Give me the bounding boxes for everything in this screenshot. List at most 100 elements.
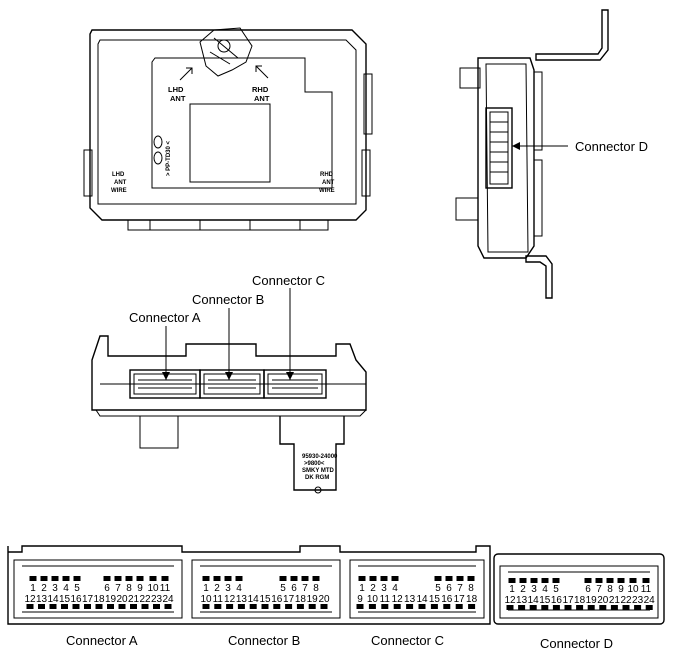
pin-b-bottom-terminal bbox=[237, 604, 245, 609]
pin-c-top-terminal bbox=[456, 576, 464, 581]
pin-b-bottom-number: 19 bbox=[307, 594, 319, 605]
pin-a-top-terminal bbox=[40, 576, 48, 581]
pin-d-bottom-terminal bbox=[529, 605, 537, 610]
pin-b-bottom-number: 18 bbox=[295, 594, 307, 605]
pin-a-bottom-terminal bbox=[107, 604, 114, 609]
pin-b-bottom-terminal bbox=[308, 604, 316, 609]
pin-d-bottom-number: 20 bbox=[597, 595, 609, 606]
pin-a-top-number: 4 bbox=[63, 583, 69, 594]
connector-a-label: Connector A bbox=[66, 633, 138, 648]
pin-b-top-terminal bbox=[202, 576, 210, 581]
pin-a-bottom-number: 23 bbox=[151, 594, 163, 605]
pin-c-bottom-number: 15 bbox=[429, 594, 441, 605]
pin-a-bottom-terminal bbox=[49, 604, 57, 609]
pin-b-top-terminal bbox=[224, 576, 232, 581]
pin-a-bottom-terminal bbox=[72, 604, 80, 609]
rhd-ant-wire-label: RHD bbox=[320, 172, 334, 178]
pin-d-top-terminal bbox=[617, 578, 625, 583]
pin-b-bottom-terminal bbox=[214, 604, 222, 609]
pin-b-top-terminal bbox=[290, 576, 298, 581]
lhd-ant-wire-label: LHD bbox=[112, 172, 125, 178]
pin-c-bottom-number: 12 bbox=[392, 594, 404, 605]
pin-c-bottom-terminal bbox=[468, 604, 476, 609]
pin-a-bottom-terminal bbox=[164, 604, 172, 609]
pin-a-top-number: 10 bbox=[147, 583, 159, 594]
pin-d-bottom-terminal bbox=[599, 605, 607, 610]
connector-b-label-front: Connector B bbox=[192, 292, 264, 307]
pin-c-top-terminal bbox=[358, 576, 366, 581]
pin-a-bottom-terminal bbox=[141, 604, 149, 609]
pin-a-top-number: 1 bbox=[30, 583, 36, 594]
pin-a-top-number: 7 bbox=[115, 583, 121, 594]
pin-a-bottom-terminal bbox=[95, 604, 103, 609]
pin-d-bottom-terminal bbox=[518, 605, 526, 610]
pin-c-top-number: 4 bbox=[392, 583, 398, 594]
pin-d-top-number: 1 bbox=[509, 584, 515, 595]
pin-a-top-terminal bbox=[51, 576, 59, 581]
pin-a-top-terminal bbox=[103, 576, 111, 581]
pin-d-top-number: 3 bbox=[531, 584, 537, 595]
pin-a-bottom-number: 22 bbox=[139, 594, 151, 605]
pin-b-bottom-terminal bbox=[226, 604, 234, 609]
pin-d-top-number: 5 bbox=[553, 584, 559, 595]
pin-c-top-number: 5 bbox=[435, 583, 441, 594]
pin-d-bottom-number: 12 bbox=[504, 595, 516, 606]
pin-b-top-terminal bbox=[279, 576, 287, 581]
pin-d-bottom-number: 18 bbox=[574, 595, 586, 606]
pin-d-top-number: 4 bbox=[542, 584, 548, 595]
pin-a-top-number: 2 bbox=[41, 583, 47, 594]
pin-d-bottom-number: 24 bbox=[644, 595, 656, 606]
pin-b-top-terminal bbox=[213, 576, 221, 581]
module-side-view bbox=[455, 9, 609, 299]
pin-d-top-number: 6 bbox=[585, 584, 591, 595]
pin-d-bottom-number: 13 bbox=[516, 595, 528, 606]
pin-d-top-number: 11 bbox=[641, 584, 652, 595]
pin-c-bottom-terminal bbox=[418, 604, 426, 609]
pin-a-top-terminal bbox=[29, 576, 37, 581]
pin-d-top-number: 7 bbox=[596, 584, 602, 595]
connector-d-label-side: Connector D bbox=[575, 139, 648, 154]
pin-b-bottom-number: 15 bbox=[259, 594, 271, 605]
pin-a-bottom-number: 14 bbox=[47, 594, 59, 605]
pin-a-top-terminal bbox=[149, 576, 157, 581]
pin-a-top-number: 5 bbox=[74, 583, 80, 594]
part-label-line-3: SMKY MTD bbox=[302, 468, 335, 474]
pin-c-bottom-number: 16 bbox=[441, 594, 453, 605]
pin-b-bottom-number: 11 bbox=[213, 594, 224, 605]
pin-d-top-terminal bbox=[552, 578, 560, 583]
pin-b-top-number: 1 bbox=[203, 583, 209, 594]
pin-a-bottom-number: 12 bbox=[24, 594, 36, 605]
pin-a-bottom-number: 21 bbox=[128, 594, 140, 605]
pin-a-top-number: 8 bbox=[126, 583, 132, 594]
pin-a-top-terminal bbox=[136, 576, 144, 581]
pin-d-bottom-terminal bbox=[552, 605, 560, 610]
pin-c-top-number: 6 bbox=[446, 583, 452, 594]
lhd-ant-wire-label-3: WIRE bbox=[111, 188, 127, 194]
pin-b-bottom-terminal bbox=[273, 604, 281, 609]
pin-b-bottom-number: 20 bbox=[318, 594, 330, 605]
pin-b-top-number: 7 bbox=[302, 583, 308, 594]
pin-b-bottom-number: 14 bbox=[248, 594, 260, 605]
pin-b-bottom-terminal bbox=[249, 604, 257, 609]
pin-a-bottom-number: 13 bbox=[36, 594, 48, 605]
lhd-ant-label: LHD bbox=[168, 85, 184, 94]
pin-a-bottom-number: 24 bbox=[162, 594, 174, 605]
pin-c-bottom-terminal bbox=[356, 604, 364, 609]
pin-d-top-terminal bbox=[508, 578, 516, 583]
pin-c-top-number: 7 bbox=[457, 583, 463, 594]
pin-d-bottom-number: 16 bbox=[551, 595, 563, 606]
pin-c-top-number: 3 bbox=[381, 583, 387, 594]
pin-a-bottom-terminal bbox=[130, 604, 137, 609]
pin-c-top-number: 1 bbox=[359, 583, 365, 594]
pin-c-bottom-terminal bbox=[455, 604, 463, 609]
pin-a-top-number: 11 bbox=[160, 583, 171, 594]
pin-a-top-number: 3 bbox=[52, 583, 58, 594]
pin-b-top-terminal bbox=[312, 576, 320, 581]
pin-b-bottom-terminal bbox=[320, 604, 328, 609]
pin-a-bottom-number: 18 bbox=[93, 594, 105, 605]
pin-d-bottom-terminal bbox=[634, 605, 642, 610]
pin-b-bottom-terminal bbox=[261, 604, 269, 609]
pin-c-bottom-number: 13 bbox=[404, 594, 416, 605]
lhd-ant-label-2: ANT bbox=[170, 94, 186, 103]
